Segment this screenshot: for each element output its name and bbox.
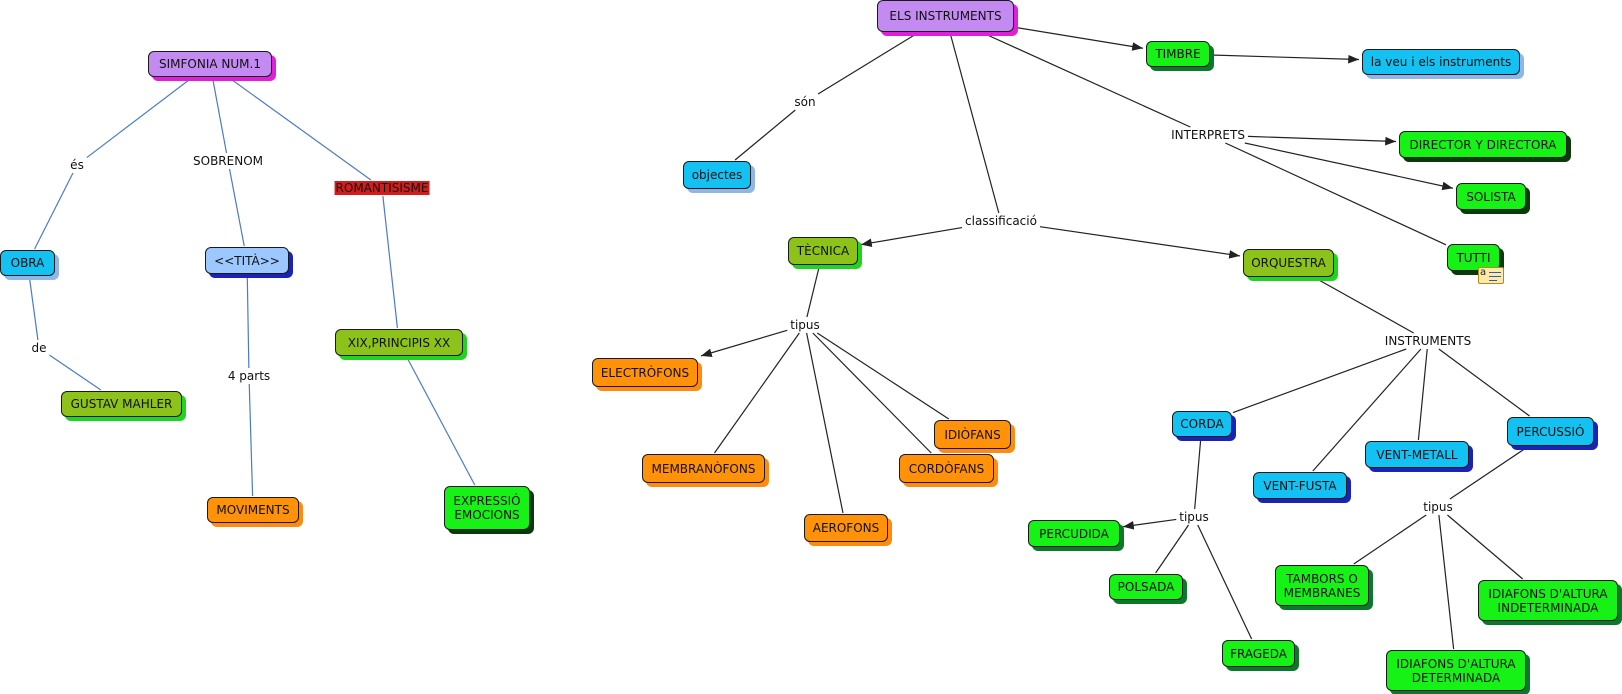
concept-director-y-directora[interactable]: DIRECTOR Y DIRECTORA xyxy=(1399,131,1567,158)
connector-simfonia-sobrenom xyxy=(212,77,228,154)
concept-idiafons-altura-determinada[interactable]: IDIAFONS D'ALTURA DETERMINADA xyxy=(1386,650,1526,691)
concept-tecnica[interactable]: TÈCNICA xyxy=(788,237,858,265)
attached-note-icon[interactable]: a xyxy=(1478,267,1504,284)
link-sobrenom: SOBRENOM xyxy=(191,154,265,168)
connector-tecnica-tipus1 xyxy=(806,265,820,318)
concept-idiafons-altura-indeterminada[interactable]: IDIAFONS D'ALTURA INDETERMINADA xyxy=(1478,580,1618,621)
link-interprets: INTERPRETS xyxy=(1169,128,1247,142)
connector-percussio-tipus3 xyxy=(1449,446,1528,500)
connector-tipus1-cordofons xyxy=(812,332,932,454)
concept-expressio-emocions[interactable]: EXPRESSIÓ EMOCIONS xyxy=(444,486,530,530)
concept-timbre[interactable]: TIMBRE xyxy=(1146,41,1210,67)
concept-gustav-mahler[interactable]: GUSTAV MAHLER xyxy=(61,391,182,417)
concept-membranofons[interactable]: MEMBRANÒFONS xyxy=(642,454,765,483)
concept-percussio[interactable]: PERCUSSIÓ xyxy=(1507,417,1594,446)
link-es: és xyxy=(68,158,86,172)
connector-tipus3-determinada xyxy=(1438,514,1455,650)
connector-instr2-ventfusta xyxy=(1312,348,1422,472)
connector-corda-tipus2 xyxy=(1194,437,1202,510)
concept-tutti[interactable]: TUTTI xyxy=(1447,244,1500,271)
concept-frageda[interactable]: FRAGEDA xyxy=(1222,640,1295,667)
connector-timbre-veu xyxy=(1210,54,1360,64)
concept-polsada[interactable]: POLSADA xyxy=(1109,574,1183,600)
link-tipus-percussio: tipus xyxy=(1421,500,1455,514)
note-glyph: a xyxy=(1480,267,1487,278)
concept-cordofons[interactable]: CORDÒFANS xyxy=(899,454,994,483)
connector-tita-parts xyxy=(246,274,250,369)
connector-interprets-solista xyxy=(1244,142,1454,191)
connector-sobrenom-tita xyxy=(228,168,245,247)
connector-classificacio-tecnica xyxy=(860,226,963,248)
concept-vent-metall[interactable]: VENT-METALL xyxy=(1365,441,1469,468)
connector-simfonia-es xyxy=(86,77,192,159)
connector-tipus2-frageda xyxy=(1197,524,1253,640)
connector-tipus2-percudida xyxy=(1122,518,1177,530)
connector-tipus1-membranofons xyxy=(713,332,800,454)
connector-instr2-ventmetall xyxy=(1417,348,1428,441)
connector-tipus2-polsada xyxy=(1155,524,1190,574)
connector-tipus1-aerofons xyxy=(806,332,844,514)
connector-xix-expressio xyxy=(406,356,476,486)
concept-obra[interactable]: OBRA xyxy=(0,250,55,276)
connector-instruments-timbre xyxy=(1014,26,1144,51)
concept-xix-principis-xx[interactable]: XIX,PRINCIPIS XX xyxy=(335,329,463,356)
link-tipus-corda: tipus xyxy=(1177,510,1211,524)
concept-solista[interactable]: SOLISTA xyxy=(1456,183,1526,210)
connector-es-obra xyxy=(34,172,74,250)
connector-interprets-tutti xyxy=(1225,142,1447,246)
connector-instruments-classificacio xyxy=(949,32,1000,214)
note-lines-icon xyxy=(1489,272,1501,281)
connector-tipus1-idiofans xyxy=(816,332,950,420)
connector-tipus3-indeterminada xyxy=(1447,514,1524,580)
connector-son-objectes xyxy=(734,109,796,161)
connector-tipus1-electrofons xyxy=(700,329,788,357)
link-instruments: INSTRUMENTS xyxy=(1382,334,1474,348)
concept-tambors-o-membranes[interactable]: TAMBORS O MEMBRANES xyxy=(1275,565,1369,606)
connector-obra-de xyxy=(28,276,39,341)
connector-romantisisme-xix xyxy=(382,195,399,329)
link-romantisisme: ROMANTISISME xyxy=(334,181,430,195)
link-de: de xyxy=(29,341,49,355)
connector-classificacio-orquestra xyxy=(1039,226,1241,259)
connector-simfonia-romantisisme xyxy=(229,77,372,181)
concept-simfonia[interactable]: SIMFONIA NUM.1 xyxy=(148,51,272,77)
concept-electrofons[interactable]: ELECTRÒFONS xyxy=(592,358,698,387)
connector-instruments-son xyxy=(817,32,919,95)
concept-aerofons[interactable]: AEROFONS xyxy=(804,514,888,542)
concept-vent-fusta[interactable]: VENT-FUSTA xyxy=(1253,472,1347,499)
link-classificacio: classificació xyxy=(963,214,1039,228)
link-4-parts: 4 parts xyxy=(225,369,273,383)
connector-instr2-percussio xyxy=(1438,348,1530,417)
concept-moviments[interactable]: MOVIMENTS xyxy=(207,497,299,523)
concept-els-instruments[interactable]: ELS INSTRUMENTS xyxy=(877,0,1014,32)
connector-de-mahler xyxy=(49,354,102,391)
link-son: són xyxy=(792,95,818,109)
concept-orquestra[interactable]: ORQUESTRA xyxy=(1243,249,1334,277)
concept-percudida[interactable]: PERCUDIDA xyxy=(1028,520,1120,547)
connector-interprets-director xyxy=(1247,135,1397,146)
connector-instr2-corda xyxy=(1232,348,1407,414)
concept-corda[interactable]: CORDA xyxy=(1172,411,1232,437)
concept-objectes[interactable]: objectes xyxy=(683,161,751,189)
connector-orquestra-instr2 xyxy=(1315,277,1414,334)
connector-parts-moviments xyxy=(248,383,254,497)
connector-tipus3-tambors xyxy=(1353,514,1427,565)
connector-instruments-interprets xyxy=(982,32,1191,128)
concept-idiofans[interactable]: IDIÒFANS xyxy=(934,420,1011,449)
concept-tita[interactable]: <<TITÀ>> xyxy=(205,247,289,274)
concept-la-veu-i-els-instruments[interactable]: la veu i els instruments xyxy=(1362,49,1520,75)
link-tipus-tecnica: tipus xyxy=(788,318,822,332)
